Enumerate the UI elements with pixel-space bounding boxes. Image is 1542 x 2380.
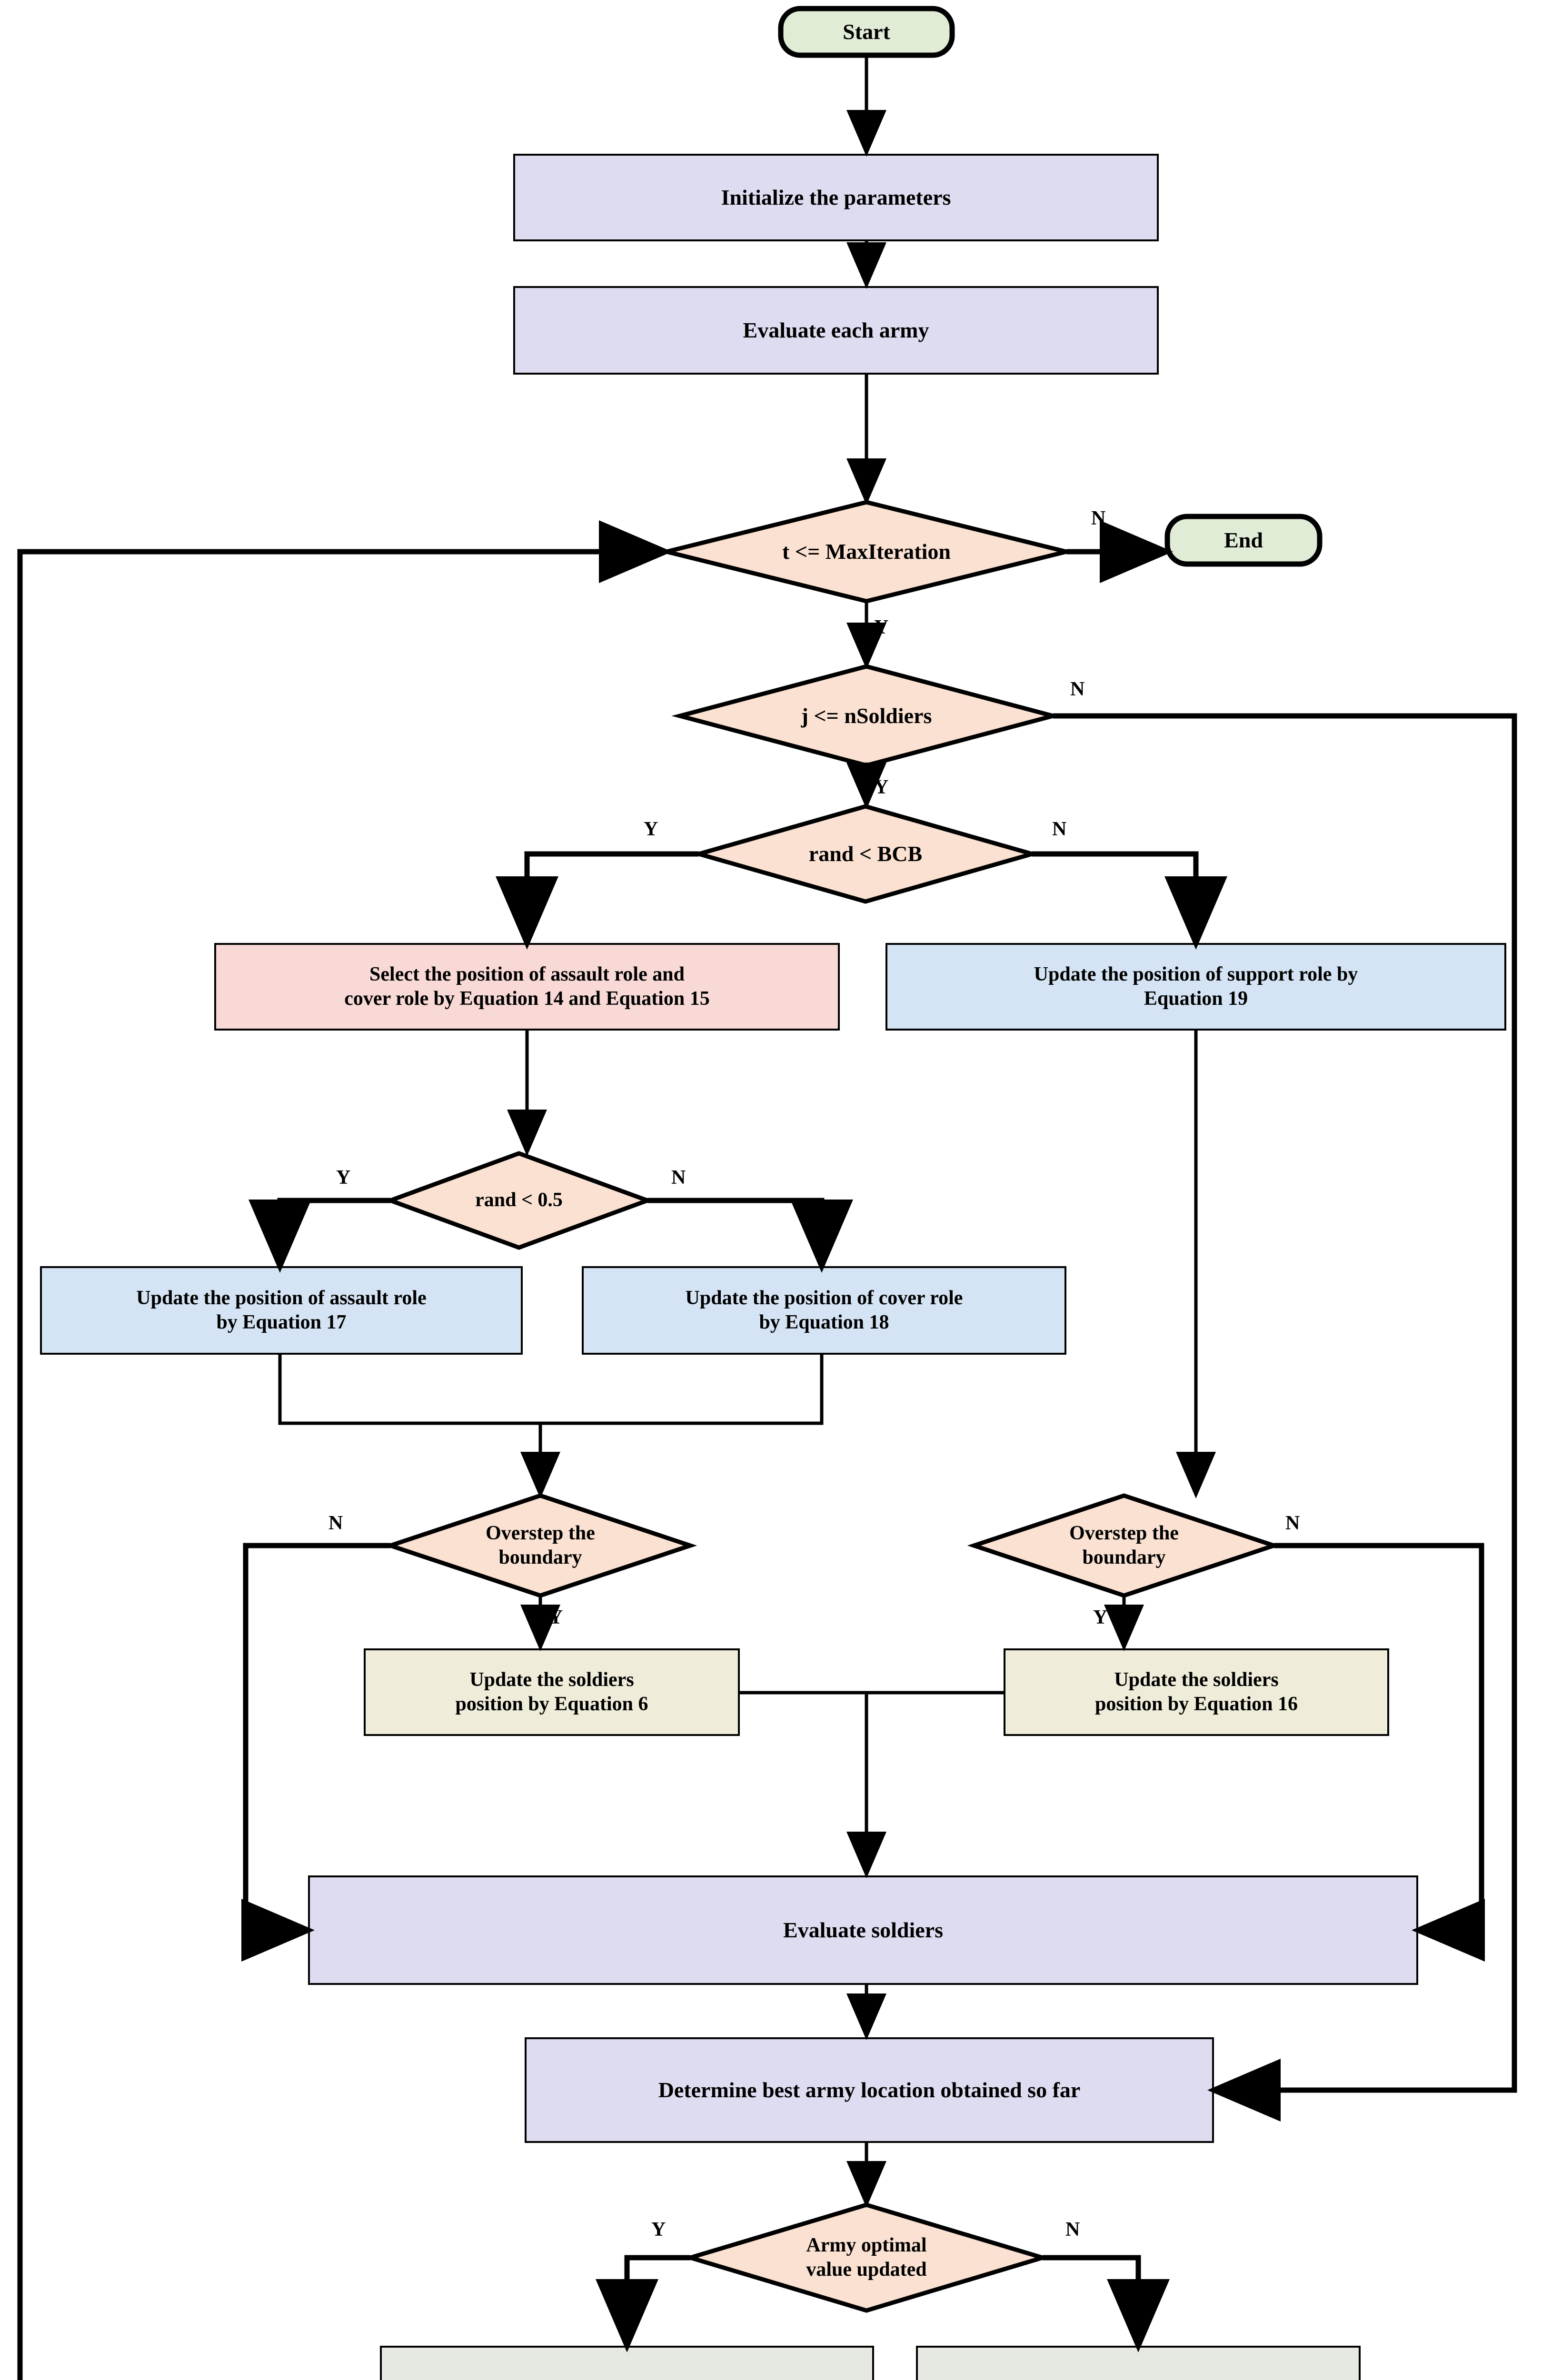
edge-label-overR-y: Y	[1093, 1606, 1108, 1628]
node-shape-bestarmy	[525, 2037, 1214, 2143]
node-shape-assault	[40, 1266, 523, 1355]
edge-label-overL-n: N	[328, 1512, 343, 1534]
edge-armyopt-bcb04	[1043, 2255, 1170, 2352]
edge-label-overL-y: Y	[548, 1606, 563, 1628]
edge-rand05-assault	[249, 1198, 390, 1273]
node-shape-maxiter	[666, 500, 1067, 604]
edge-label-rand05-y: Y	[336, 1167, 351, 1189]
node-shape-upd6	[364, 1648, 740, 1736]
edge-updbest-maxiter	[17, 520, 672, 2380]
edge-label-armyopt-y: Y	[651, 2219, 666, 2241]
edge-rand05-cover	[647, 1198, 853, 1273]
node-shape-start	[778, 6, 955, 58]
node-shape-init	[513, 154, 1159, 241]
edge-randbcb-support	[1032, 851, 1227, 950]
edge-label-armyopt-n: N	[1065, 2219, 1080, 2241]
node-shapes	[40, 6, 1506, 2380]
node-shape-cover	[582, 1266, 1066, 1355]
node-shape-overL	[383, 1493, 697, 1598]
edge-assault-join	[278, 1354, 540, 1425]
node-shape-evalsol	[308, 1875, 1418, 1985]
node-shape-upd16	[1004, 1648, 1389, 1736]
edge-label-nsoldiers-y: Y	[874, 776, 889, 798]
edge-label-overR-n: N	[1285, 1512, 1300, 1534]
node-shape-support	[885, 943, 1506, 1031]
node-shape-randbcb	[691, 804, 1040, 904]
node-shape-evalarmy	[513, 286, 1159, 375]
edge-nsoldiers-bestarmy	[1053, 713, 1517, 2122]
node-shape-bcb06	[380, 2346, 874, 2380]
node-shape-overR	[967, 1493, 1281, 1598]
edge-label-rand05-n: N	[671, 1167, 686, 1189]
node-shape-nsoldiers	[671, 664, 1062, 768]
edge-label-maxiter-y: Y	[874, 616, 889, 638]
edge-overL-evalsol	[241, 1543, 390, 1962]
edge-randbcb-selectpos	[496, 851, 699, 950]
edge-cover-join	[540, 1354, 824, 1425]
edge-overR-evalsol	[1274, 1543, 1485, 1962]
connectors	[17, 55, 1517, 2380]
node-shape-end	[1164, 514, 1323, 567]
node-shape-rand05	[384, 1151, 654, 1250]
edge-label-nsoldiers-n: N	[1070, 678, 1085, 700]
node-shape-armyopt	[683, 2202, 1050, 2313]
edge-label-maxiter-n: N	[1091, 507, 1106, 529]
node-shape-selectpos	[214, 943, 840, 1031]
edge-label-randbcb-n: N	[1052, 818, 1067, 840]
node-shape-bcb04	[916, 2346, 1361, 2380]
edge-label-randbcb-y: Y	[644, 818, 658, 840]
edge-armyopt-bcb06	[596, 2255, 690, 2352]
